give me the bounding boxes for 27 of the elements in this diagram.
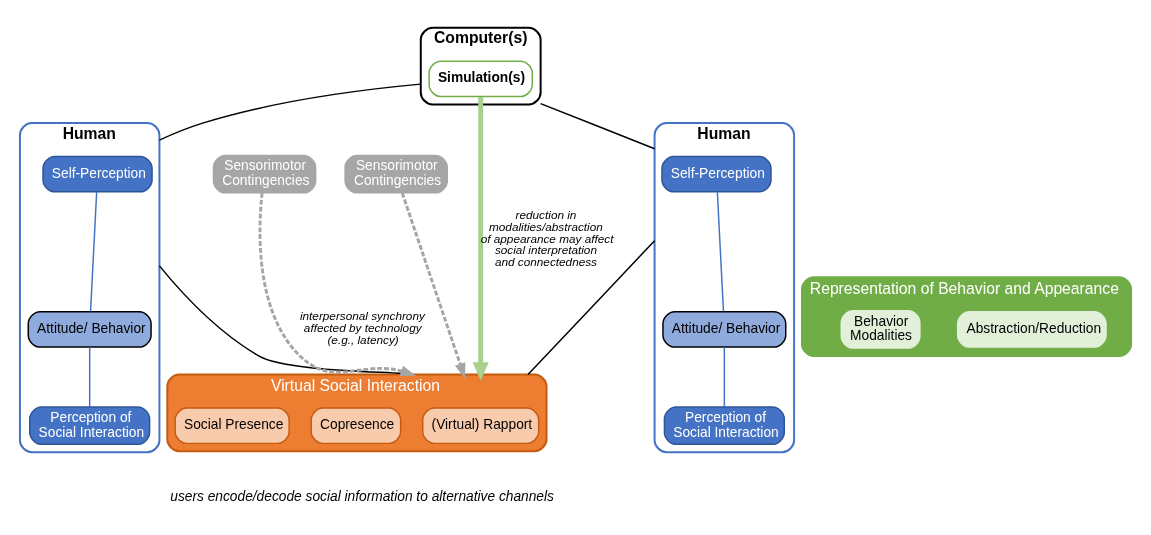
edge-label: reduction in modalities/abstraction of appearance may affect social interpretation and connectedness bbox=[480, 207, 614, 268]
node-box: Perception of Social Interaction bbox=[29, 405, 151, 445]
connector bbox=[527, 239, 656, 375]
connector bbox=[158, 82, 422, 141]
node-box: Abstraction/Reduction bbox=[956, 310, 1107, 348]
connector bbox=[89, 190, 98, 312]
node-box: Social Presence bbox=[174, 406, 290, 444]
node-box: (Virtual) Rapport bbox=[422, 406, 540, 444]
node-box: Behavior Modalities bbox=[840, 309, 921, 349]
arrow bbox=[472, 96, 489, 381]
node-box: Self-Perception bbox=[42, 155, 153, 193]
node-box: Self-Perception bbox=[661, 155, 772, 193]
node-box: Attitude/ Behavior bbox=[27, 310, 152, 348]
node-box: Simulation(s) bbox=[428, 59, 533, 97]
edge-label: interpersonal synchrony affected by technology (e.g., latency) bbox=[299, 308, 425, 346]
arrow bbox=[258, 192, 417, 376]
node-box: Sensorimotor Contingencies bbox=[344, 154, 449, 194]
connector bbox=[716, 190, 725, 312]
connector bbox=[88, 346, 91, 407]
node-label: users encode/decode social information to alternative channels bbox=[170, 488, 554, 504]
node-box: Perception of Social Interaction bbox=[663, 405, 785, 445]
node-box: Copresence bbox=[310, 406, 402, 444]
connector bbox=[723, 346, 726, 407]
node-box: Sensorimotor Contingencies bbox=[212, 154, 317, 194]
node-box: Attitude/ Behavior bbox=[662, 310, 787, 348]
connector bbox=[539, 102, 656, 149]
arrow bbox=[400, 192, 466, 379]
